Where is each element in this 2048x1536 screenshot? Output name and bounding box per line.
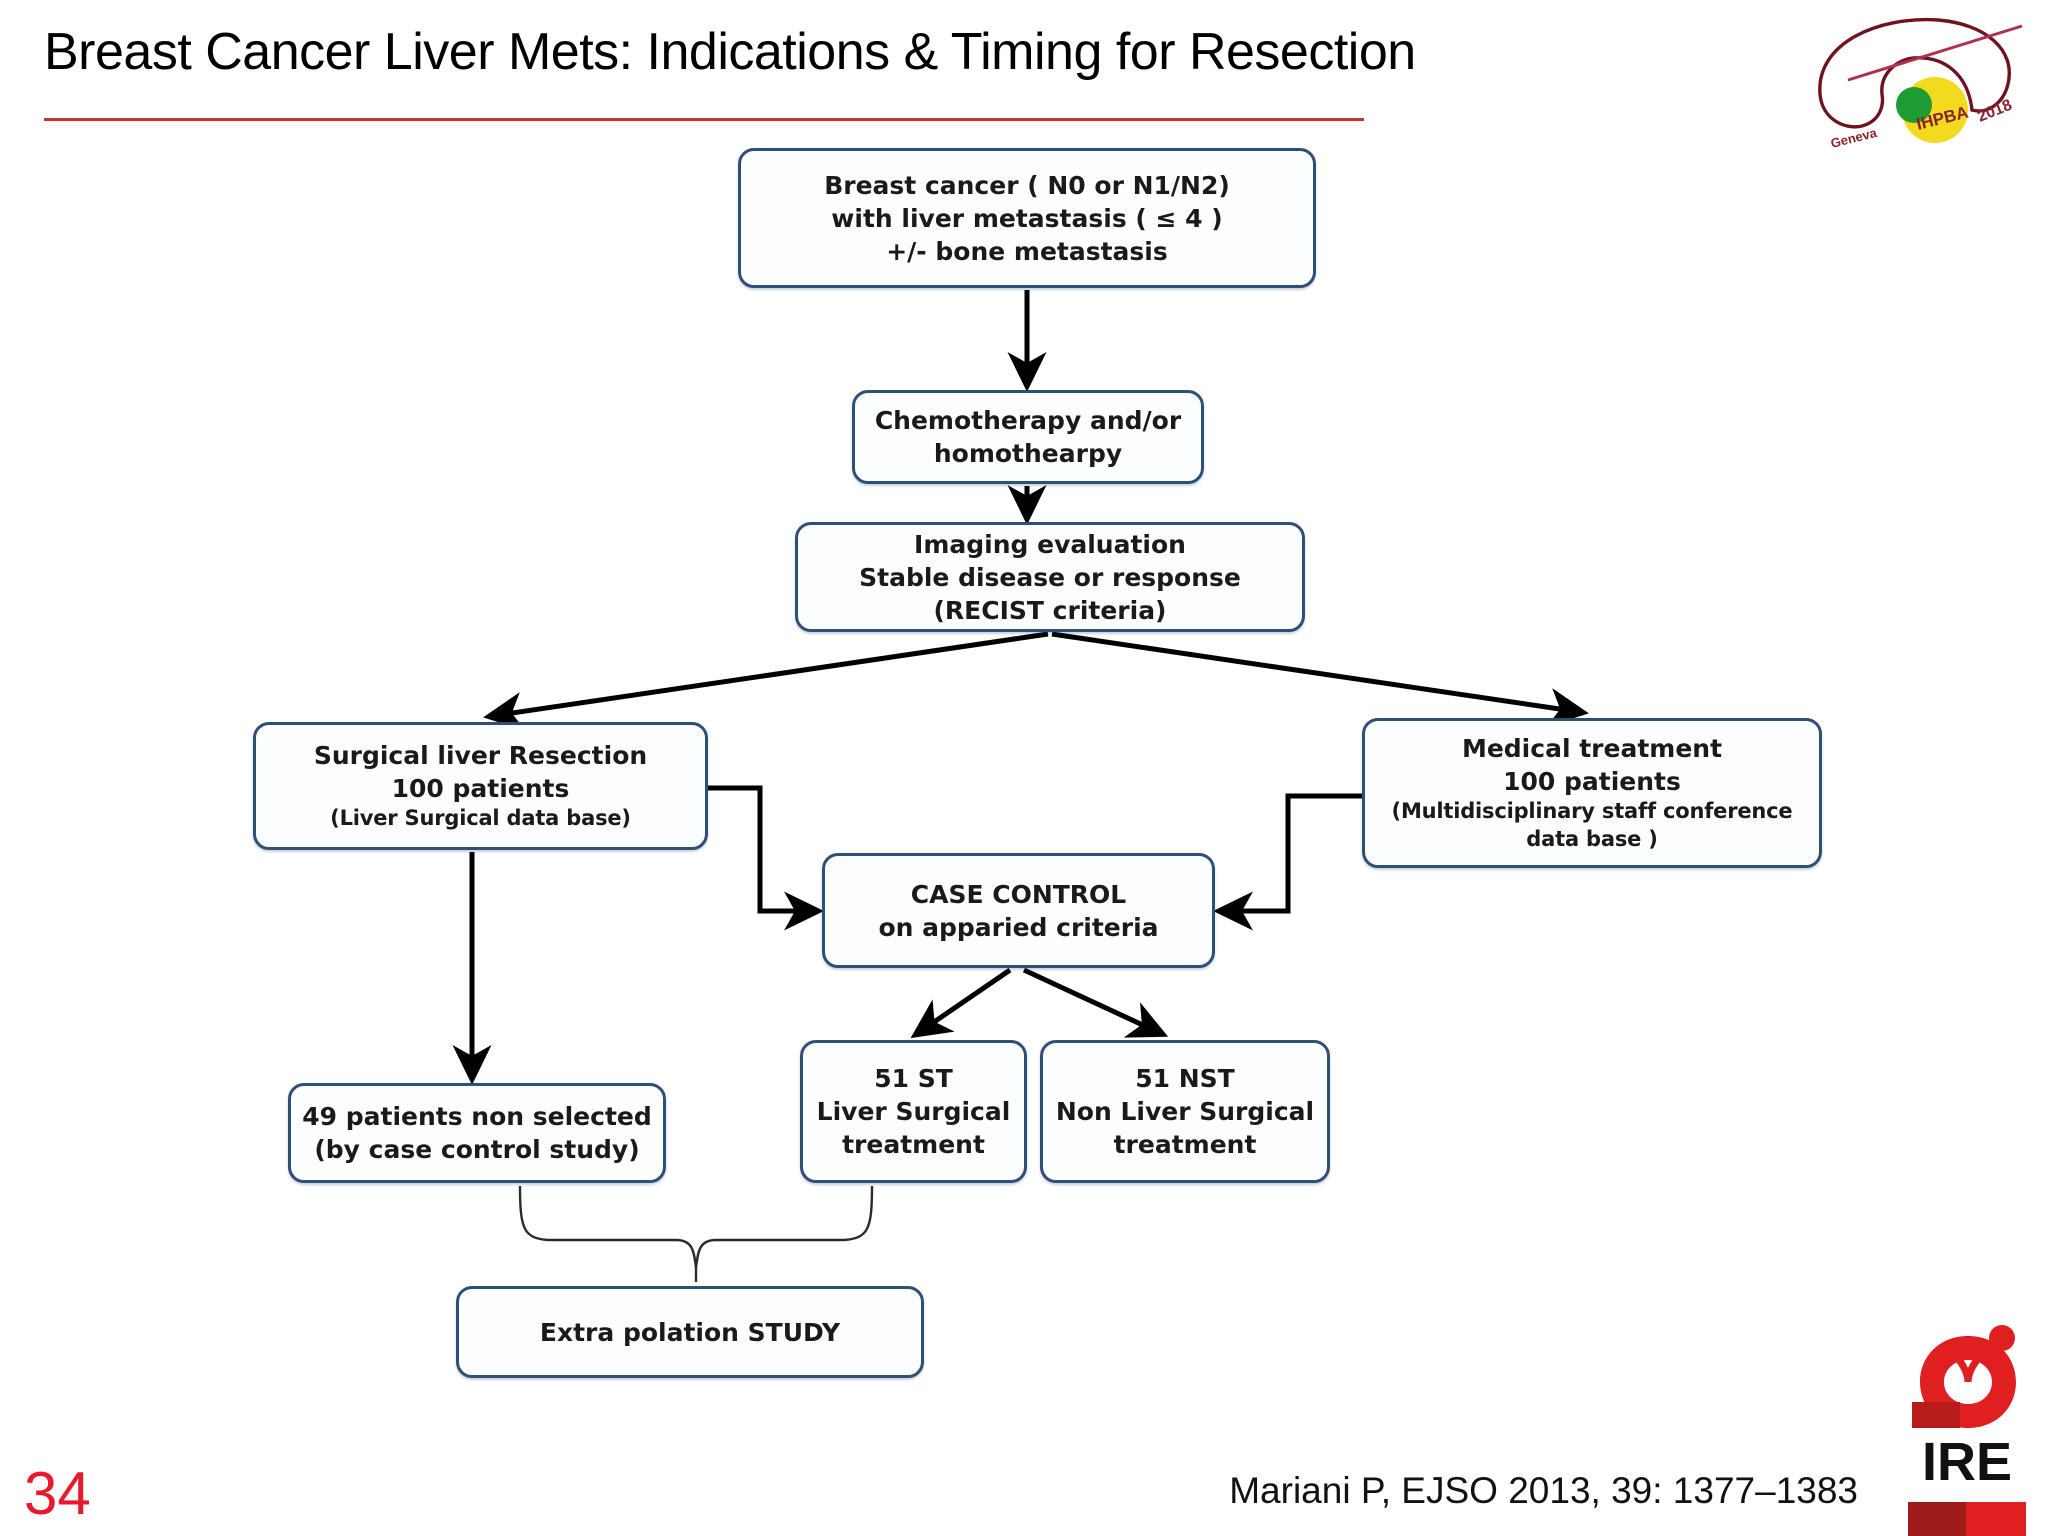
node-subline: data base ) — [1526, 827, 1658, 851]
node-line: 49 patients non selected — [302, 1102, 652, 1131]
node-line: CASE CONTROL — [910, 879, 1127, 909]
edge-casecontrol-to-st — [910, 967, 1012, 1039]
node-line: Medical treatment — [1461, 734, 1723, 764]
node-line: Surgical liver Resection — [313, 741, 648, 771]
citation-reference: Mariani P, EJSO 2013, 39: 1377–1383 — [1229, 1470, 1858, 1511]
edge-surgical-to-casecontrol — [708, 785, 825, 931]
edge-imaging-to-medical — [1051, 631, 1589, 727]
ire-logo: IRE — [1908, 1325, 2026, 1536]
svg-text:IRE: IRE — [1922, 1432, 2012, 1492]
node-line: 100 patients — [1503, 767, 1681, 797]
page-title: Breast Cancer Liver Mets: Indications & … — [44, 23, 1416, 81]
node-line: treatment — [1113, 1130, 1257, 1159]
node-line: (RECIST criteria) — [933, 595, 1167, 625]
node-line: with liver metastasis ( ≤ 4 ) — [831, 203, 1223, 233]
node-line: Extra polation STUDY — [539, 1317, 841, 1347]
node-line: +/- bone metastasis — [886, 236, 1168, 266]
node-line: Imaging evaluation — [914, 529, 1186, 559]
edge-imaging-to-surgical — [483, 631, 1049, 731]
edge-medical-to-casecontrol — [1212, 793, 1362, 931]
node-subline: (Multidisciplinary staff conference — [1391, 799, 1793, 824]
node-case-control[interactable]: CASE CONTROL on apparied criteria — [822, 853, 1215, 968]
node-surgical-liver-resection[interactable]: Surgical liver Resection 100 patients (L… — [253, 722, 708, 850]
node-line: Chemotherapy and/or — [874, 406, 1182, 435]
node-line: 100 patients — [391, 774, 570, 804]
node-line: on apparied criteria — [878, 912, 1159, 942]
node-line: treatment — [842, 1130, 985, 1159]
node-non-selected-patients[interactable]: 49 patients non selected (by case contro… — [288, 1083, 666, 1183]
node-line: Liver Surgical — [816, 1097, 1011, 1126]
node-imaging-evaluation[interactable]: Imaging evaluation Stable disease or res… — [795, 522, 1305, 632]
node-line: Breast cancer ( N0 or N1/N2) — [824, 170, 1230, 200]
node-chemotherapy[interactable]: Chemotherapy and/or homothearpy — [852, 390, 1204, 484]
svg-text:2018: 2018 — [1975, 97, 2014, 126]
node-extrapolation-study[interactable]: Extra polation STUDY — [456, 1286, 924, 1378]
flowchart: Breast cancer ( N0 or N1/N2) with liver … — [0, 140, 2048, 1380]
edge-casecontrol-to-nst — [1022, 967, 1169, 1038]
node-51-st[interactable]: 51 ST Liver Surgical treatment — [800, 1040, 1027, 1183]
node-51-nst[interactable]: 51 NST Non Liver Surgical treatment — [1040, 1040, 1330, 1183]
node-line: 51 ST — [874, 1064, 953, 1093]
node-breast-cancer[interactable]: Breast cancer ( N0 or N1/N2) with liver … — [738, 148, 1316, 288]
node-line: homothearpy — [933, 439, 1123, 468]
title-divider — [44, 118, 1364, 121]
flowchart-connectors — [452, 290, 1589, 1282]
node-line: Stable disease or response — [859, 562, 1241, 592]
ihpba-geneva-2018-logo: IHPBA Geneva 2018 — [1818, 17, 2023, 151]
node-line: (by case control study) — [314, 1135, 640, 1164]
edge-brace-to-extrapolation — [518, 1185, 874, 1282]
node-medical-treatment[interactable]: Medical treatment 100 patients (Multidis… — [1362, 718, 1822, 868]
node-subline: (Liver Surgical data base) — [330, 806, 631, 831]
node-line: 51 NST — [1135, 1064, 1235, 1093]
node-line: Non Liver Surgical — [1055, 1097, 1315, 1126]
page-number: 34 — [24, 1460, 91, 1527]
